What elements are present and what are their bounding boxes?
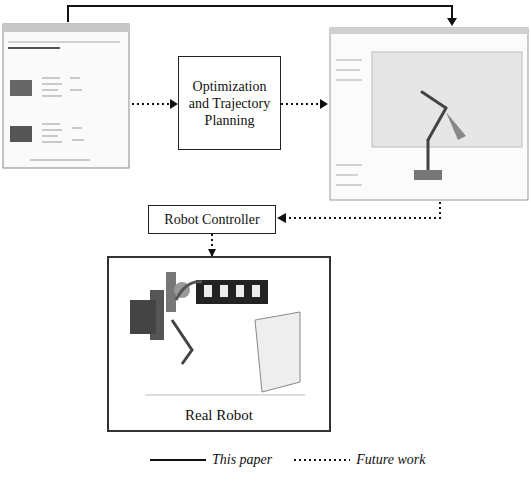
legend-item: This paper bbox=[150, 452, 272, 468]
right-screenshot bbox=[330, 28, 528, 200]
line-sample bbox=[150, 455, 206, 465]
node-label: Robot Controller bbox=[160, 209, 263, 230]
process-box: Optimization and Trajectory Planning bbox=[178, 56, 281, 150]
robot-photo bbox=[130, 272, 305, 395]
legend: This paper Future work bbox=[150, 452, 447, 468]
solid-link bbox=[68, 6, 452, 22]
legend-text: This paper bbox=[212, 452, 272, 468]
legend-text: Future work bbox=[356, 452, 425, 468]
process-box: Robot Controller bbox=[148, 205, 276, 234]
node-label: Real Robot bbox=[181, 405, 257, 426]
legend-item: Future work bbox=[294, 452, 425, 468]
line-sample bbox=[294, 455, 350, 465]
node-label: Optimization and Trajectory Planning bbox=[179, 76, 280, 131]
arrow-head bbox=[447, 18, 457, 26]
robot-frame: Real Robot bbox=[107, 256, 331, 432]
dotted-arrow bbox=[211, 234, 213, 256]
left-screenshot bbox=[3, 24, 129, 168]
